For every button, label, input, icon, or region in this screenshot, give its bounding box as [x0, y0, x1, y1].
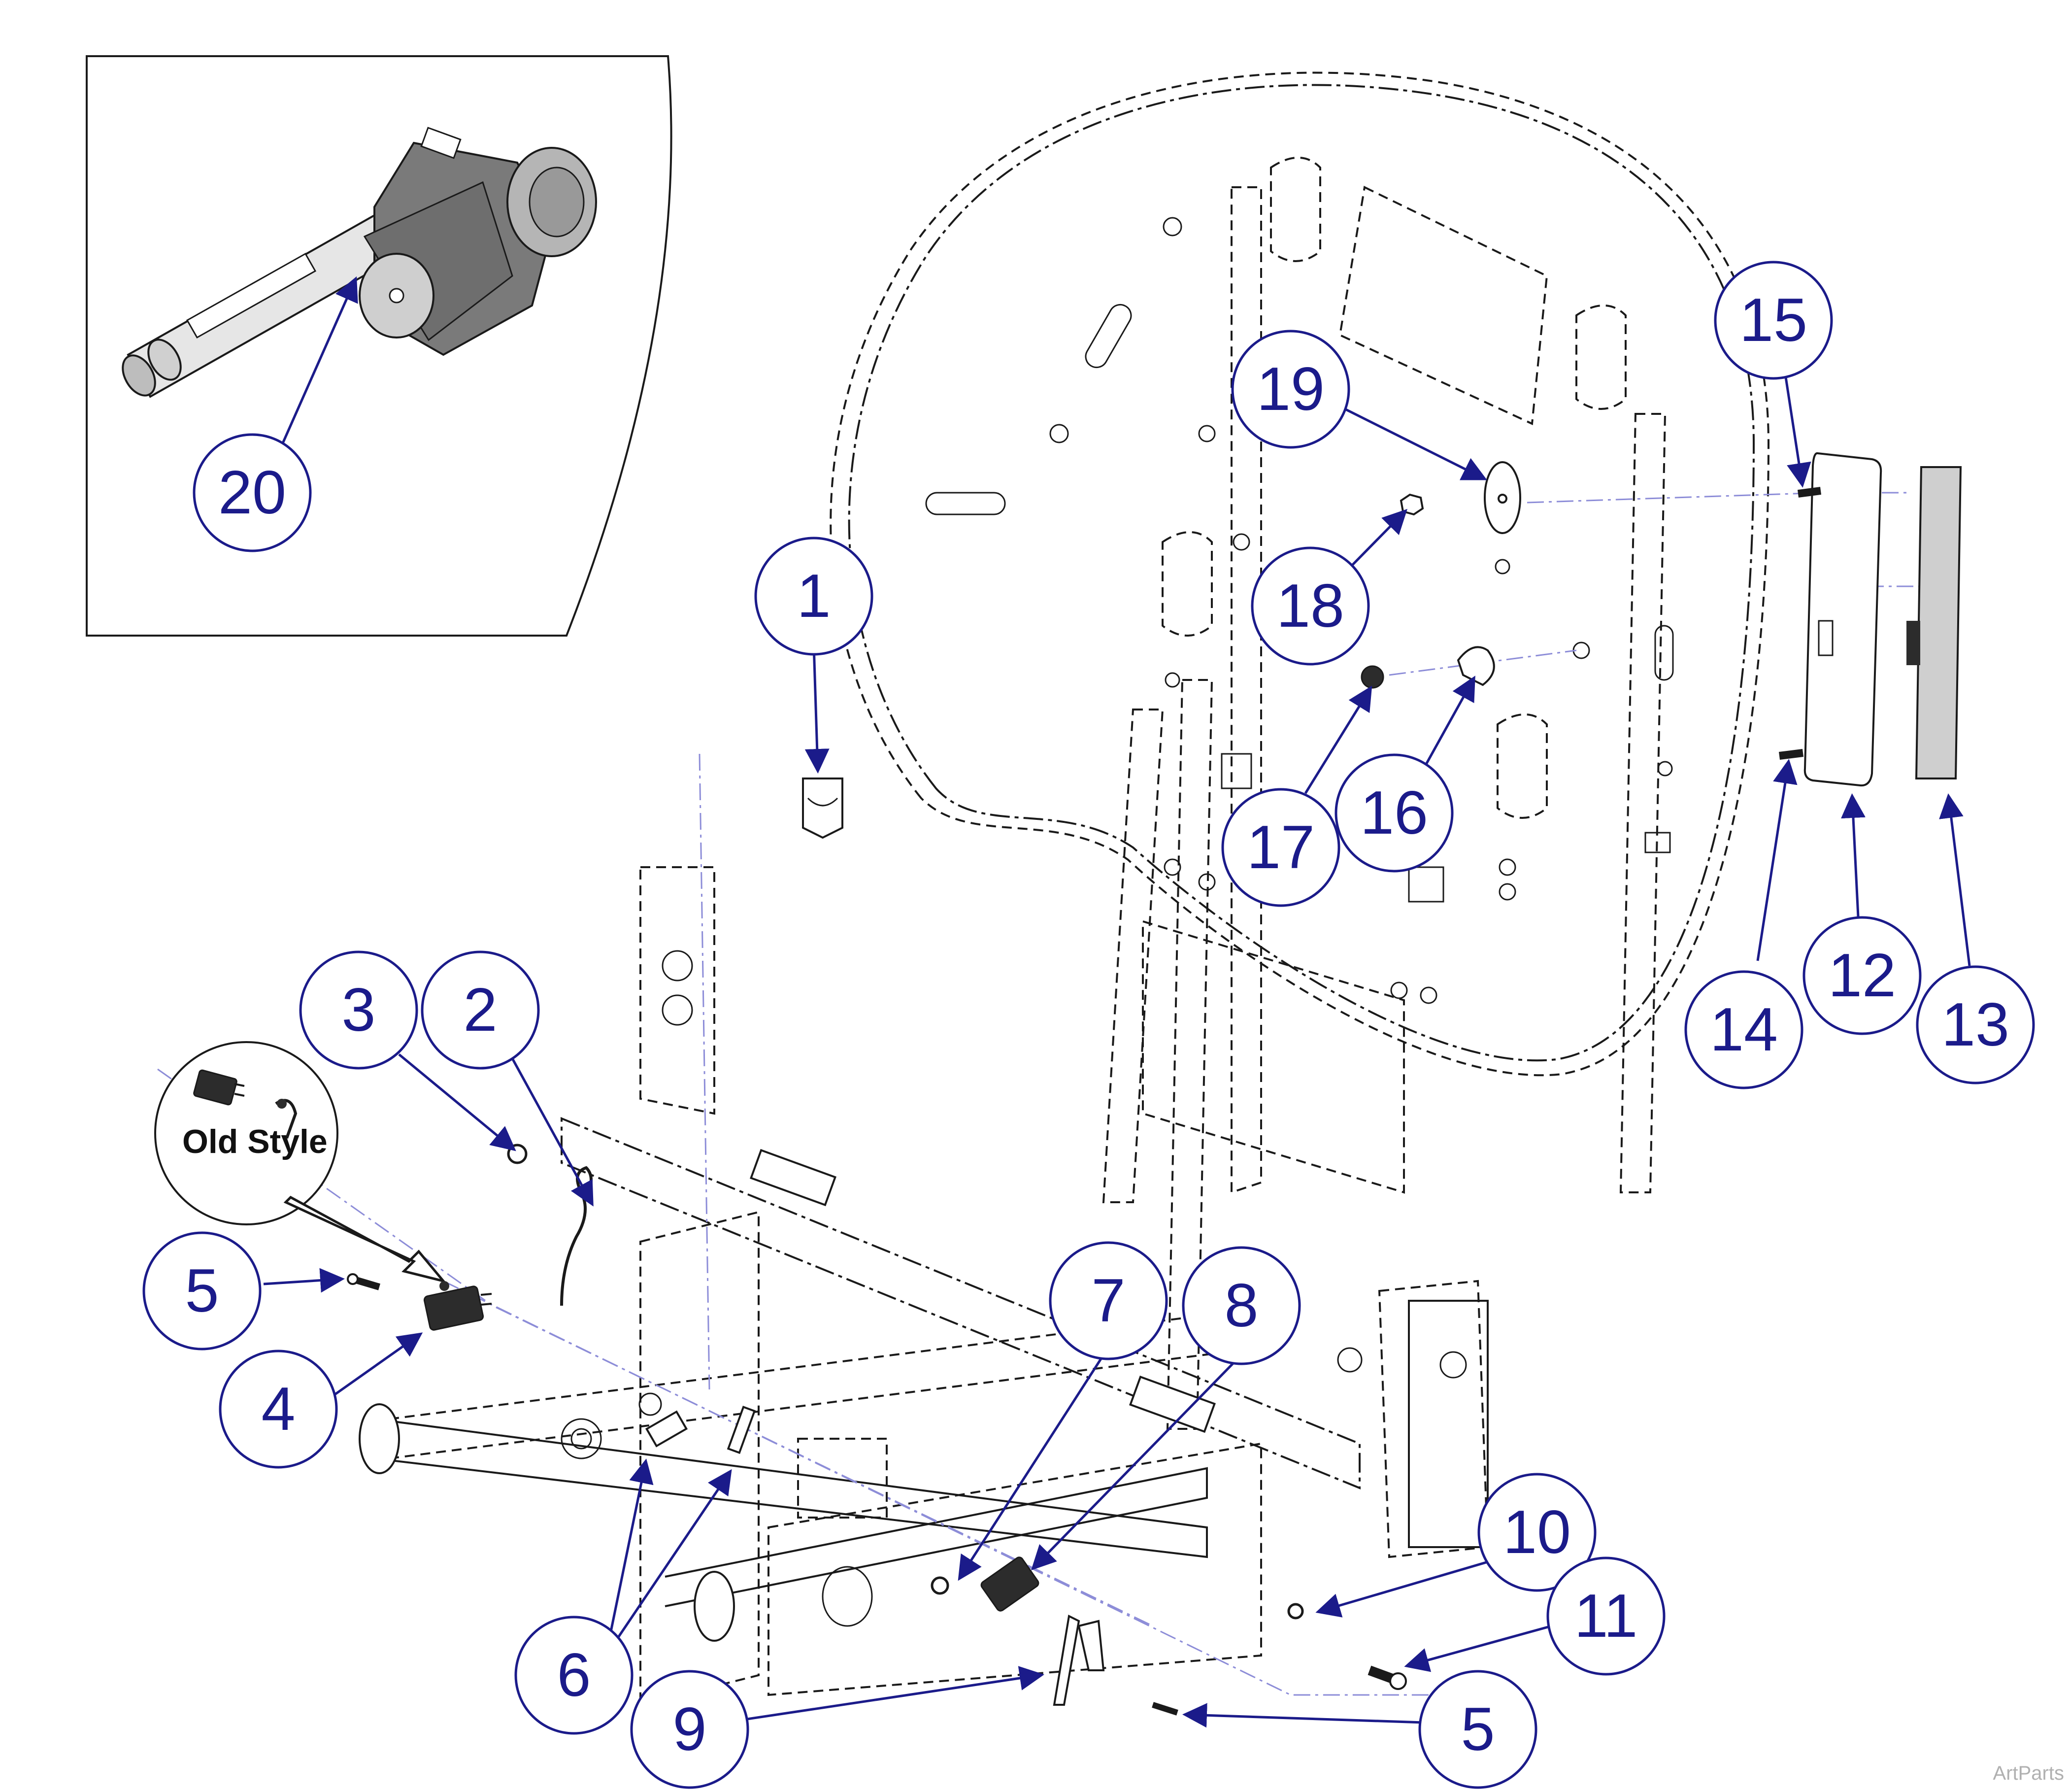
callout-10[interactable]: 10 [1477, 1473, 1597, 1592]
actuator-inset [86, 55, 672, 637]
callout-5a-label: 5 [185, 1257, 219, 1325]
callout-17-label: 17 [1247, 813, 1315, 881]
actuator-illustration [122, 127, 597, 398]
callout-1[interactable]: 1 [754, 537, 873, 656]
callout-3-label: 3 [342, 976, 376, 1044]
axis-1 [699, 753, 710, 1390]
part-4-switch [423, 1285, 484, 1331]
callout-4[interactable]: 4 [219, 1350, 338, 1469]
callout-16-label: 16 [1360, 779, 1428, 847]
callouts: 1 2 3 4 5 5 6 7 8 9 10 11 12 13 14 15 16… [142, 261, 2035, 1789]
callout-10-label: 10 [1503, 1498, 1571, 1566]
callout-12[interactable]: 12 [1802, 916, 1922, 1035]
callout-7-label: 7 [1092, 1267, 1126, 1335]
part-6-plate-a [645, 1410, 688, 1448]
callout-19[interactable]: 19 [1231, 330, 1350, 449]
part-12-bezel [1803, 452, 1882, 787]
part-18-nut [1400, 493, 1424, 516]
callout-5b-label: 5 [1461, 1695, 1495, 1763]
callout-17[interactable]: 17 [1221, 788, 1340, 907]
callout-15-label: 15 [1739, 286, 1807, 354]
part-5-screw-lower [1152, 1702, 1178, 1716]
callout-3[interactable]: 3 [299, 950, 418, 1070]
part-8-switch [980, 1556, 1039, 1612]
callout-14-label: 14 [1710, 996, 1778, 1064]
part-16-clamp [1457, 646, 1495, 686]
callout-5a[interactable]: 5 [142, 1231, 262, 1351]
callout-8[interactable]: 8 [1182, 1246, 1301, 1365]
callout-5b[interactable]: 5 [1418, 1670, 1537, 1789]
callout-16[interactable]: 16 [1335, 753, 1454, 873]
callout-1-label: 1 [797, 562, 831, 630]
callout-12-label: 12 [1828, 942, 1896, 1010]
callout-9[interactable]: 9 [630, 1670, 749, 1789]
callout-15[interactable]: 15 [1714, 261, 1833, 380]
callout-6-label: 6 [557, 1641, 591, 1709]
callout-13-label: 13 [1941, 991, 2009, 1059]
watermark-text: ArtParts [1993, 1762, 2064, 1784]
old-style-detail: Old Style [154, 1041, 447, 1284]
part-7-ring [931, 1576, 949, 1595]
callout-14[interactable]: 14 [1684, 970, 1803, 1089]
part-10-ring [1287, 1603, 1304, 1620]
axis-switch-old [157, 1068, 1153, 1627]
callout-18[interactable]: 18 [1251, 546, 1370, 666]
part-14-stud [1779, 749, 1803, 760]
part-6-plate-b [727, 1406, 756, 1454]
callout-9-label: 9 [673, 1695, 707, 1763]
callout-6[interactable]: 6 [514, 1616, 634, 1735]
hardware-parts [347, 452, 1962, 1716]
callout-2[interactable]: 2 [421, 950, 540, 1070]
callout-4-label: 4 [262, 1375, 296, 1443]
callout-20[interactable]: 20 [193, 433, 312, 552]
seat-back-frame [830, 71, 1770, 1430]
part-13-board [1915, 466, 1962, 779]
callout-19-label: 19 [1257, 355, 1325, 423]
part-1-clip [802, 778, 843, 839]
callout-20-label: 20 [218, 459, 286, 527]
callout-13[interactable]: 13 [1916, 965, 2035, 1084]
callout-8-label: 8 [1225, 1272, 1259, 1340]
callout-11[interactable]: 11 [1546, 1556, 1666, 1676]
part-2-cable [560, 1166, 593, 1306]
part-9-lever [1053, 1615, 1080, 1706]
callout-11-label: 11 [1574, 1582, 1638, 1650]
axis-19 [1527, 492, 1823, 504]
part-15-stud [1797, 487, 1822, 498]
callout-7[interactable]: 7 [1049, 1241, 1168, 1360]
callout-2-label: 2 [464, 976, 498, 1044]
callout-18-label: 18 [1276, 572, 1344, 640]
part-17-screw [1361, 665, 1384, 689]
old-style-label: Old Style [182, 1123, 328, 1160]
